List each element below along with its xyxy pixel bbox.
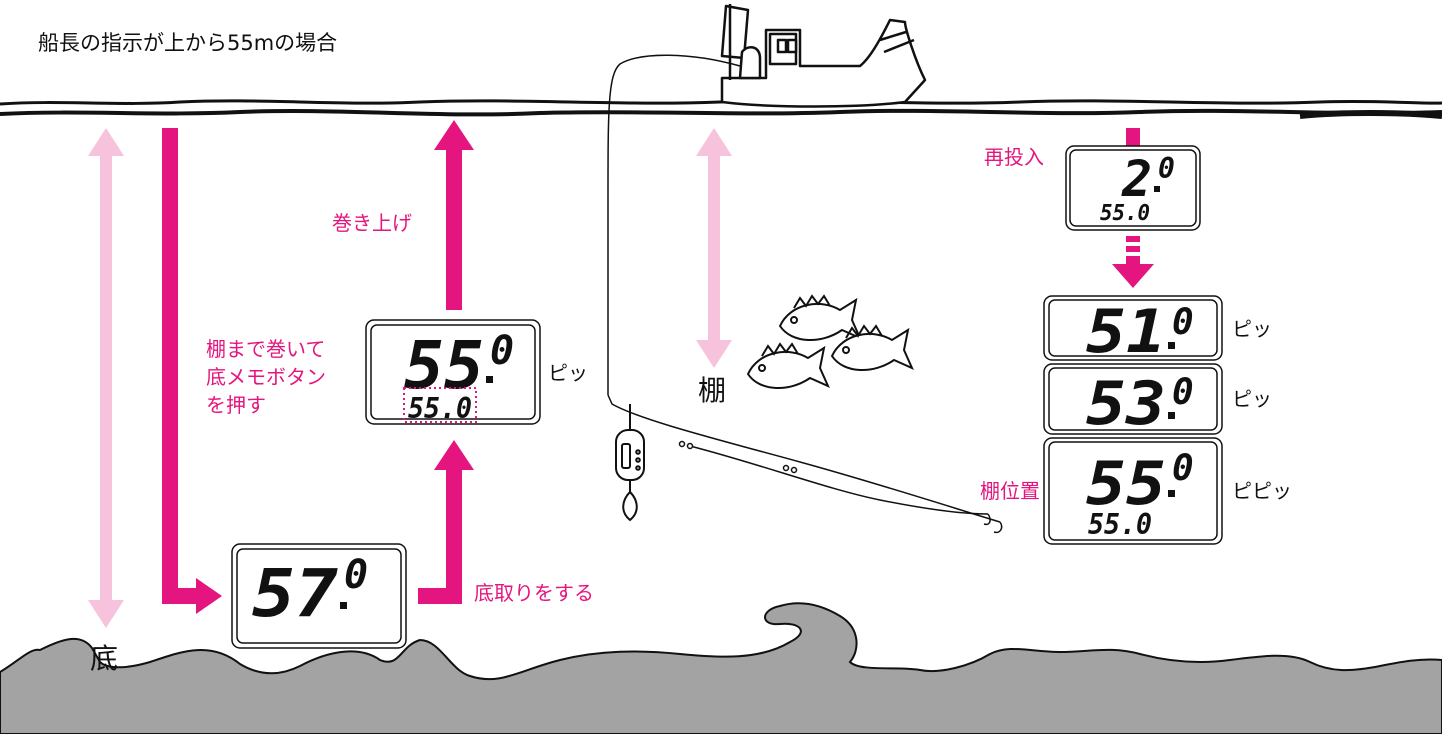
reading-53-main: 53	[1086, 369, 1166, 439]
memo-instruction-line2: 底メモボタン	[206, 365, 326, 389]
water-surface	[0, 99, 1442, 119]
sinker-icon	[615, 404, 645, 522]
reading-55-main: 55	[1086, 449, 1166, 519]
reading-55-memo: 55.0	[1088, 508, 1152, 541]
reading-51-decimal: 0	[1172, 302, 1194, 343]
take-bottom-label: 底取りをする	[474, 581, 594, 605]
fish-group-icon	[746, 294, 914, 390]
take-bottom-arrow	[418, 440, 474, 604]
redrop-label: 再投入	[984, 145, 1044, 169]
bottom-label: 底	[90, 642, 118, 675]
redrop-arrow	[1112, 128, 1154, 288]
memo-instruction-line1: 棚まで巻いて	[206, 337, 325, 361]
beep-51: ピッ	[1232, 317, 1272, 341]
bottom-depth-arrow	[88, 128, 124, 628]
page-title: 船長の指示が上から55mの場合	[38, 31, 337, 55]
tana-position-label: 棚位置	[980, 479, 1040, 503]
memo-reading-decimal: 0	[490, 328, 514, 374]
double-beep-55: ピピッ	[1232, 479, 1292, 503]
reading-53-decimal: 0	[1172, 372, 1194, 413]
reading-55-decimal: 0	[1172, 448, 1194, 489]
reading-51-main: 51	[1086, 297, 1166, 367]
redrop-reading-memo: 55.0	[1100, 201, 1150, 226]
tana-label: 棚	[698, 374, 726, 407]
descent-arrow	[162, 128, 222, 614]
display-memo-reading: 55 0 55.0	[365, 319, 541, 425]
display-reading-55: 55 0 55.0	[1043, 437, 1223, 545]
beep-53: ピッ	[1232, 387, 1272, 411]
memo-reading-memo: 55.0	[408, 392, 472, 425]
memo-reading-main: 55	[404, 327, 484, 404]
display-reading-53: 53 0	[1043, 363, 1223, 439]
bottom-reading-decimal: 0	[344, 552, 368, 598]
display-redrop-reading: 2 0 55.0	[1065, 145, 1201, 231]
boat-illustration	[720, 4, 927, 108]
reel-up-arrow	[434, 120, 474, 310]
bottom-reading-main: 57	[252, 555, 338, 632]
reel-up-label: 巻き上げ	[332, 211, 412, 235]
redrop-reading-main: 2	[1121, 150, 1152, 208]
tana-depth-arrow	[696, 128, 732, 368]
memo-instruction-line3: を押す	[206, 393, 266, 417]
display-reading-51: 51 0	[1043, 295, 1223, 367]
seabed	[0, 602, 1442, 734]
redrop-reading-decimal: 0	[1158, 152, 1175, 185]
display-bottom-reading: 57 0	[231, 543, 407, 649]
beep-memo: ピッ	[548, 361, 588, 385]
fishing-line	[607, 54, 1003, 534]
